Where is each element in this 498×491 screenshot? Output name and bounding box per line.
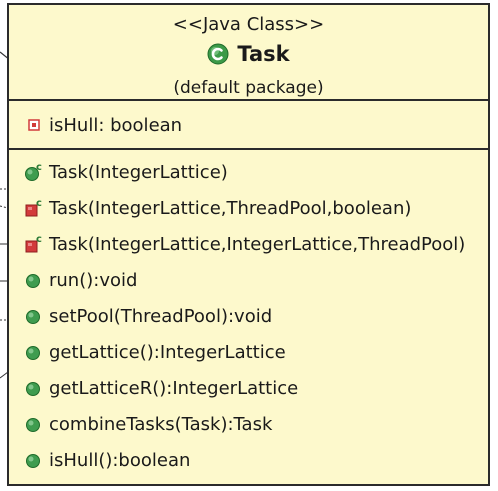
class-name: Task xyxy=(237,42,290,66)
operation-row[interactable]: setPool(ThreadPool):void xyxy=(23,304,272,328)
attribute-label: isHull: boolean xyxy=(49,114,183,136)
operation-row[interactable]: c Task(IntegerLattice,IntegerLattice,Thr… xyxy=(23,232,465,256)
operation-label: Task(IntegerLattice) xyxy=(49,161,228,183)
operation-row[interactable]: getLattice():IntegerLattice xyxy=(23,340,286,364)
public-constructor-icon: c xyxy=(25,162,42,181)
private-constructor-icon: c xyxy=(25,234,42,253)
operation-label: setPool(ThreadPool):void xyxy=(49,305,273,327)
operation-row[interactable]: run():void xyxy=(23,268,137,292)
operation-row[interactable]: c Task(IntegerLattice) xyxy=(23,160,228,184)
operation-row[interactable]: combineTasks(Task):Task xyxy=(23,412,272,436)
class-icon xyxy=(207,43,229,65)
svg-text:c: c xyxy=(36,234,42,245)
operation-label: isHull():boolean xyxy=(49,449,191,471)
operation-label: run():void xyxy=(49,269,138,291)
class-title-row: Task xyxy=(9,42,488,66)
public-method-icon xyxy=(26,310,40,324)
svg-text:c: c xyxy=(36,162,42,173)
operation-row[interactable]: isHull():boolean xyxy=(23,448,190,472)
operation-label: Task(IntegerLattice,IntegerLattice,Threa… xyxy=(49,233,466,255)
package-label: (default package) xyxy=(173,78,324,98)
operation-label: Task(IntegerLattice,ThreadPool,boolean) xyxy=(49,197,412,219)
operation-label: combineTasks(Task):Task xyxy=(49,413,273,435)
svg-text:c: c xyxy=(36,198,42,209)
operation-row[interactable]: c Task(IntegerLattice,ThreadPool,boolean… xyxy=(23,196,411,220)
public-method-icon xyxy=(26,418,40,432)
uml-class-box[interactable]: <<Java Class>> Task (default package) is… xyxy=(7,3,490,486)
operation-label: getLattice():IntegerLattice xyxy=(49,341,286,363)
private-constructor-icon: c xyxy=(25,198,42,217)
public-method-icon xyxy=(26,382,40,396)
public-method-icon xyxy=(26,346,40,360)
attribute-row[interactable]: isHull: boolean xyxy=(23,113,182,137)
operation-label: getLatticeR():IntegerLattice xyxy=(49,377,299,399)
public-method-icon xyxy=(26,454,40,468)
attributes-compartment: isHull: boolean xyxy=(9,101,488,150)
stereotype-label: <<Java Class>> xyxy=(172,14,325,35)
operation-row[interactable]: getLatticeR():IntegerLattice xyxy=(23,376,298,400)
private-field-icon xyxy=(28,119,40,131)
connector-line xyxy=(0,371,9,379)
class-header: <<Java Class>> Task (default package) xyxy=(9,5,488,101)
public-method-icon xyxy=(26,274,40,288)
connector-line xyxy=(0,205,9,209)
